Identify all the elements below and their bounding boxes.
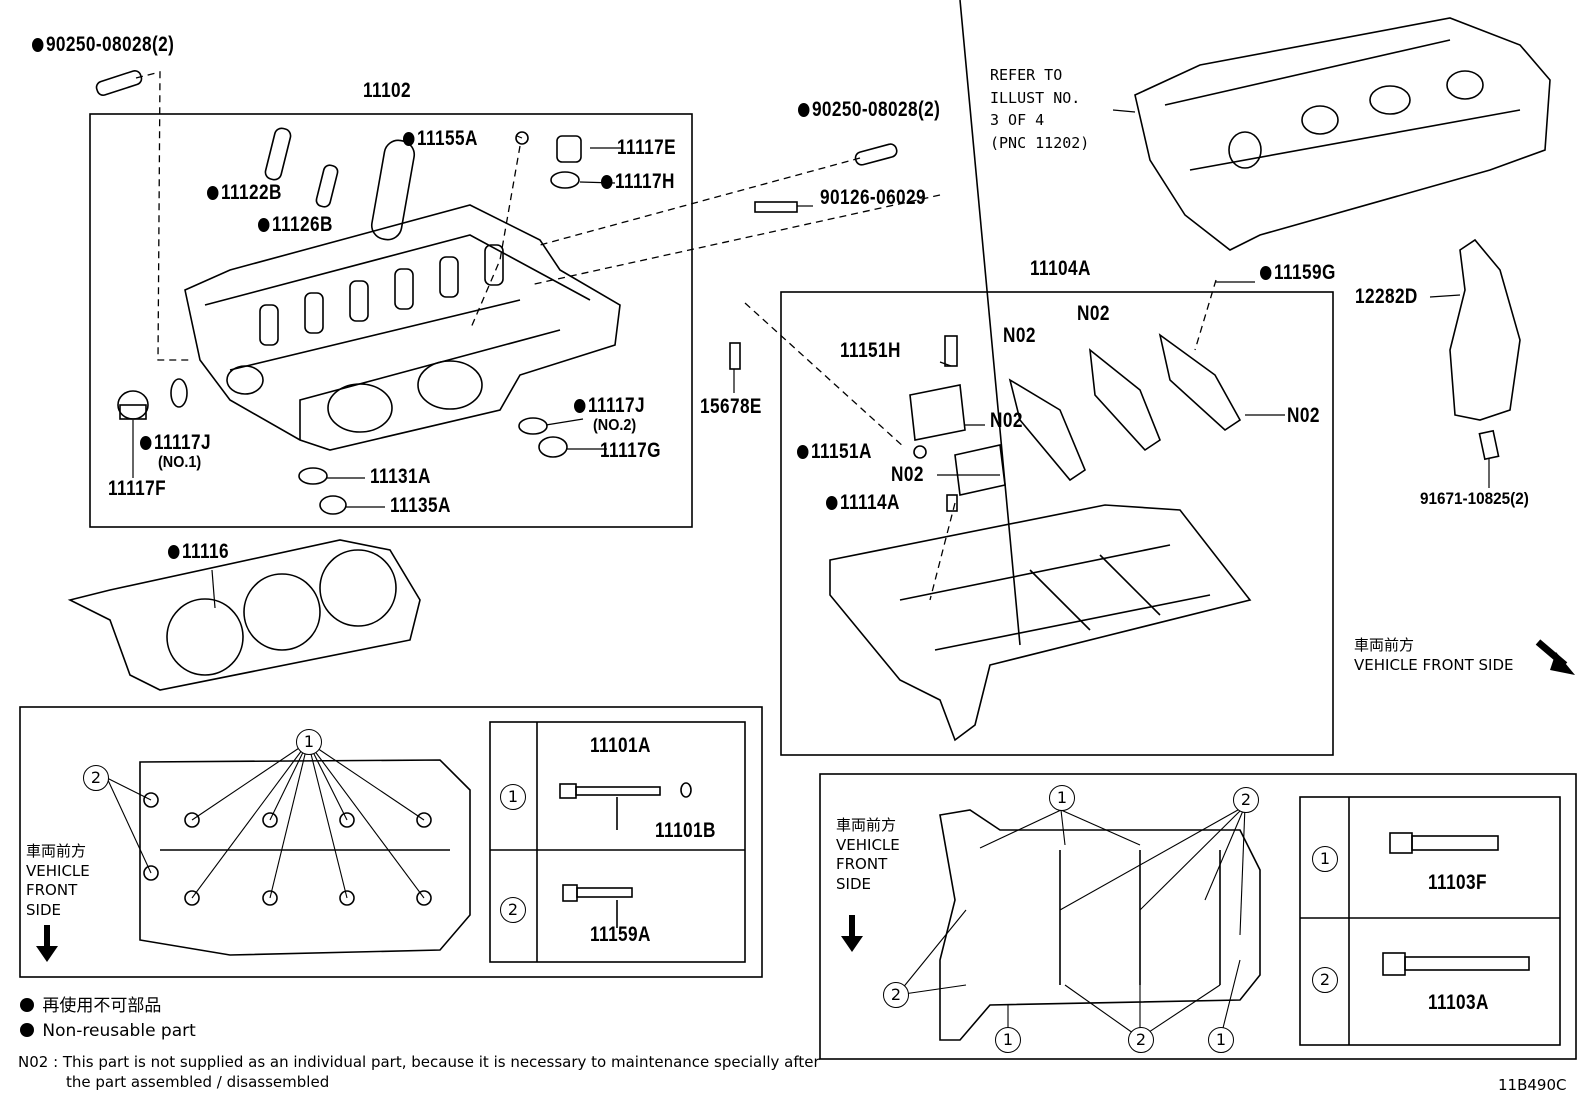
table-row-1-marker: 1	[1312, 846, 1338, 872]
head-bolt-table	[489, 721, 746, 963]
refer-to-note: REFER TO ILLUST NO. 3 OF 4 (PNC 11202)	[990, 66, 1090, 152]
part-sub-label-no1: (NO.1)	[158, 454, 202, 471]
part-sub-label-no2: (NO.2)	[593, 417, 637, 434]
n02-footnote: N02 : This part is not supplied as an in…	[18, 1053, 820, 1092]
non-reusable-dot-icon	[1260, 266, 1272, 280]
callout-2: 2	[1233, 787, 1259, 813]
diagram-code: 11B490C	[1498, 1076, 1567, 1094]
part-label-90250-mid: 90250-08028(2)	[798, 99, 940, 120]
part-label-11117E: 11117E	[617, 136, 676, 159]
part-label-11131A: 11131A	[370, 465, 431, 488]
part-label-11117J-no2: 11117J	[574, 395, 645, 416]
part-label-90250-top: 90250-08028(2)	[32, 34, 174, 55]
non-reusable-dot-icon	[826, 496, 838, 510]
bearing-frame-drawing	[829, 504, 1252, 742]
non-reusable-dot-icon	[140, 436, 152, 450]
vehicle-front-note-detail2: 車両前方 VEHICLE FRONT SIDE	[836, 816, 900, 893]
non-reusable-dot-icon	[20, 1023, 34, 1037]
non-reusable-dot-icon	[207, 186, 219, 200]
part-label-11116: 11116	[168, 541, 229, 562]
head-cover-drawing	[1134, 17, 1551, 251]
part-label-n02-a: N02	[1003, 324, 1036, 347]
part-label-15678E: 15678E	[700, 395, 762, 418]
head-gasket-drawing	[67, 539, 421, 691]
part-label-11101B: 11101B	[655, 819, 716, 842]
chain-guide-drawing	[1449, 238, 1521, 421]
callout-1: 1	[1049, 785, 1075, 811]
callout-2: 2	[883, 982, 909, 1008]
bearing-cap-frame	[780, 291, 1334, 756]
part-label-11117F: 11117F	[108, 477, 167, 500]
part-label-11151H: 11151H	[840, 339, 901, 362]
callout-2: 2	[83, 765, 109, 791]
callout-1: 1	[1208, 1027, 1234, 1053]
part-label-11126B: 11126B	[258, 214, 333, 235]
callout-2: 2	[1128, 1027, 1154, 1053]
vehicle-front-note-detail1: 車両前方 VEHICLE FRONT SIDE	[26, 842, 90, 919]
table-row-2-marker: 2	[500, 897, 526, 923]
non-reusable-dot-icon	[797, 445, 809, 459]
part-label-11151A: 11151A	[797, 441, 872, 462]
non-reusable-dot-icon	[601, 175, 613, 189]
part-label-n02-c: N02	[990, 409, 1023, 432]
part-label-11155A: 11155A	[403, 128, 478, 149]
head-top-view	[139, 759, 471, 956]
cylinder-head-frame	[89, 113, 693, 528]
non-reusable-dot-icon	[574, 399, 586, 413]
part-label-11159G: 11159G	[1260, 262, 1336, 283]
part-label-11117H: 11117H	[601, 171, 675, 192]
non-reusable-dot-icon	[403, 132, 415, 146]
part-label-11122B: 11122B	[207, 182, 282, 203]
non-reusable-dot-icon	[32, 38, 44, 52]
non-reusable-dot-icon	[258, 218, 270, 232]
part-label-n02-b: N02	[1077, 302, 1110, 325]
part-label-11104A: 11104A	[1030, 257, 1091, 280]
part-label-11117J-no1: 11117J	[140, 432, 211, 453]
callout-1: 1	[995, 1027, 1021, 1053]
callout-1: 1	[296, 729, 322, 755]
cap-bolt-detail-frame	[819, 773, 1577, 1060]
non-reusable-dot-icon	[20, 998, 34, 1012]
bearing-frame-bottom-view	[939, 809, 1261, 1041]
part-label-n02-e: N02	[1287, 404, 1320, 427]
part-label-n02-d: N02	[891, 463, 924, 486]
part-label-11103A: 11103A	[1428, 991, 1489, 1014]
legend-jp: 再使用不可部品	[20, 998, 161, 1015]
part-label-91671: 91671-10825(2)	[1420, 489, 1529, 508]
head-bolt-detail-frame	[19, 706, 763, 978]
legend-en: Non-reusable part	[20, 1023, 196, 1040]
part-label-11102: 11102	[363, 79, 412, 102]
part-label-11103F: 11103F	[1428, 871, 1487, 894]
table-row-2-marker: 2	[1312, 967, 1338, 993]
part-label-11117G: 11117G	[600, 439, 661, 462]
non-reusable-dot-icon	[168, 545, 180, 559]
part-label-11159A: 11159A	[590, 923, 651, 946]
cap-bolt-table	[1299, 796, 1561, 1046]
part-label-90126: 90126-06029	[820, 186, 927, 209]
non-reusable-dot-icon	[798, 103, 810, 117]
vehicle-front-note-main: 車両前方 VEHICLE FRONT SIDE	[1354, 636, 1514, 674]
part-label-11135A: 11135A	[390, 494, 451, 517]
table-row-1-marker: 1	[500, 784, 526, 810]
part-label-12282D: 12282D	[1355, 285, 1418, 308]
cylinder-head-drawing	[184, 204, 621, 451]
part-label-11114A: 11114A	[826, 492, 900, 513]
part-label-11101A: 11101A	[590, 734, 651, 757]
